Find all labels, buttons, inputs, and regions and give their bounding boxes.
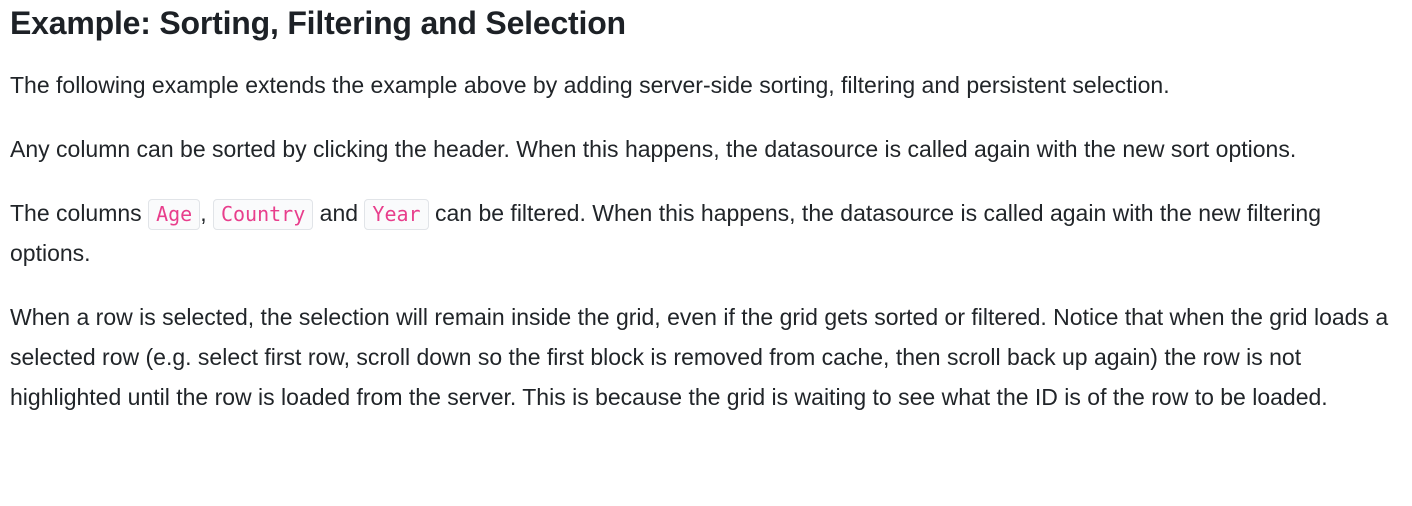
selection-paragraph: When a row is selected, the selection wi… <box>10 304 1389 410</box>
filtering-separator-comma: , <box>200 200 213 226</box>
sorting-paragraph: Any column can be sorted by clicking the… <box>10 136 1297 162</box>
filtering-paragraph: The columns Age, Country and Year can be… <box>10 193 1400 273</box>
code-chip-age: Age <box>148 199 201 230</box>
page-title: Example: Sorting, Filtering and Selectio… <box>10 5 626 41</box>
filtering-text-after: can be filtered. When this happens, the … <box>10 200 1322 266</box>
filtering-text-before: The columns <box>10 200 149 226</box>
code-chip-year: Year <box>364 199 429 230</box>
code-chip-country: Country <box>212 199 314 230</box>
filtering-separator-and: and <box>313 200 365 226</box>
intro-paragraph: The following example extends the exampl… <box>10 72 1170 98</box>
